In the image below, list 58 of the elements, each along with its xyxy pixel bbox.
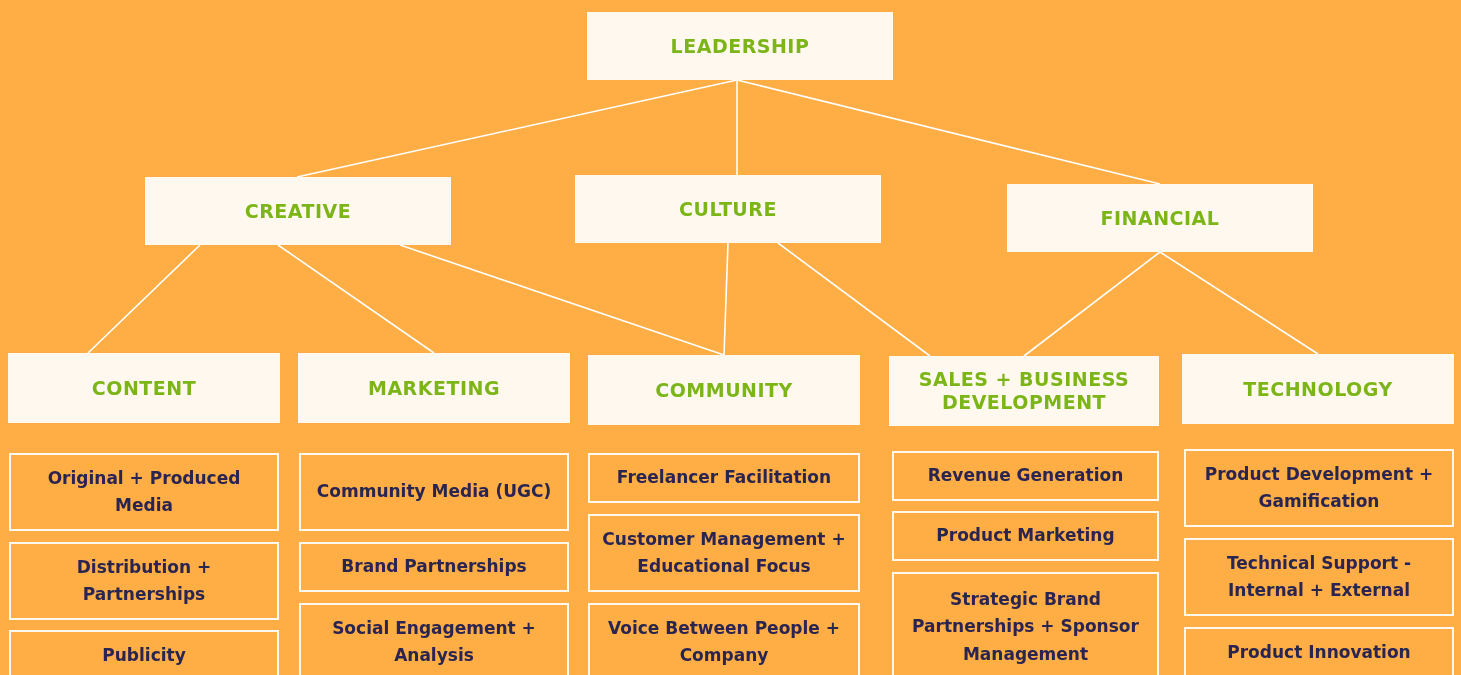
function-box bbox=[299, 453, 569, 531]
function-box bbox=[9, 453, 279, 531]
department-title: TECHNOLOGY bbox=[1242, 377, 1394, 401]
department-box bbox=[1182, 354, 1454, 424]
function-label: Technical Support - Internal + External bbox=[1225, 551, 1413, 602]
department-box bbox=[889, 356, 1159, 426]
department-box bbox=[587, 12, 893, 80]
department-title: SALES + BUSINESS DEVELOPMENT bbox=[917, 368, 1131, 414]
department-title: CREATIVE bbox=[243, 199, 353, 223]
connector-line bbox=[296, 79, 738, 178]
department-box bbox=[588, 355, 860, 425]
department-title: CONTENT bbox=[90, 376, 198, 400]
connector-line bbox=[87, 244, 201, 354]
connector-line bbox=[399, 244, 725, 356]
function-label: Strategic Brand Partnerships + Sponsor Management bbox=[911, 588, 1140, 666]
function-box bbox=[892, 511, 1159, 561]
function-box bbox=[299, 603, 569, 675]
function-label: Voice Between People + Company bbox=[607, 616, 841, 667]
function-label: Brand Partnerships bbox=[340, 555, 528, 579]
function-label: Product Development + Gamification bbox=[1203, 462, 1435, 513]
department-box bbox=[298, 353, 570, 423]
function-box bbox=[588, 514, 860, 592]
function-label: Original + Produced Media bbox=[46, 466, 242, 517]
department-title: COMMUNITY bbox=[654, 378, 794, 402]
connector-line bbox=[777, 242, 931, 357]
function-box bbox=[588, 453, 860, 503]
department-box bbox=[145, 177, 451, 245]
connector-line bbox=[1159, 251, 1319, 355]
function-box bbox=[299, 542, 569, 592]
department-box bbox=[575, 175, 881, 243]
connector-line bbox=[723, 242, 729, 356]
function-label: Freelancer Facilitation bbox=[615, 466, 833, 490]
function-label: Revenue Generation bbox=[926, 464, 1125, 488]
function-box bbox=[1184, 538, 1454, 616]
connector-line bbox=[736, 79, 738, 176]
function-label: Product Innovation bbox=[1226, 641, 1412, 665]
function-label: Social Engagement + Analysis bbox=[331, 616, 537, 667]
function-label: Customer Management + Educational Focus bbox=[601, 527, 847, 578]
department-title: MARKETING bbox=[367, 376, 501, 400]
function-box bbox=[9, 542, 279, 620]
connector-line bbox=[277, 244, 435, 354]
department-title: LEADERSHIP bbox=[669, 34, 811, 58]
department-title: FINANCIAL bbox=[1099, 206, 1221, 230]
function-label: Distribution + Partnerships bbox=[75, 555, 213, 606]
function-box bbox=[1184, 449, 1454, 527]
connector-line bbox=[736, 79, 1161, 185]
connector-line bbox=[1023, 251, 1161, 357]
department-box bbox=[8, 353, 280, 423]
department-box bbox=[1007, 184, 1313, 252]
function-box bbox=[892, 572, 1159, 675]
function-box bbox=[892, 451, 1159, 501]
function-box bbox=[9, 630, 279, 675]
function-box bbox=[1184, 627, 1454, 675]
department-title: CULTURE bbox=[678, 197, 778, 221]
function-label: Publicity bbox=[101, 644, 187, 668]
function-label: Product Marketing bbox=[935, 524, 1116, 548]
function-box bbox=[588, 603, 860, 675]
function-label: Community Media (UGC) bbox=[315, 480, 553, 504]
